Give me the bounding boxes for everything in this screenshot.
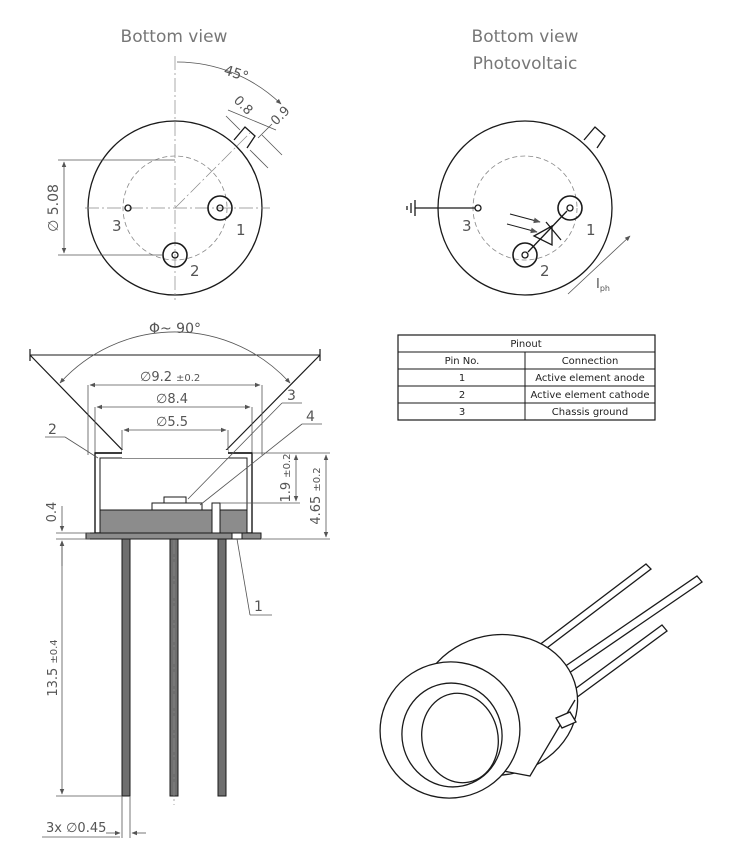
height-19-label: 1.9±0.2	[279, 454, 294, 503]
height-465-label: 4.65±0.2	[309, 467, 324, 524]
lead-diameter-label: 3x ∅0.45	[46, 821, 106, 836]
header-base	[99, 509, 248, 534]
pin3	[124, 204, 132, 212]
pinout-cell: Active element cathode	[530, 390, 649, 401]
lead	[121, 538, 131, 797]
chip	[163, 496, 187, 504]
fov-arc	[59, 331, 291, 384]
pin1	[216, 204, 224, 212]
svg-text:3: 3	[462, 217, 472, 235]
pinout-cell: 2	[459, 390, 465, 401]
pinout-cell: 3	[459, 407, 465, 418]
pcd-label: ∅ 5.08	[46, 184, 62, 232]
pinout-title: Pinout	[510, 339, 541, 350]
pinout-header-pin: Pin No.	[445, 356, 480, 367]
callout-1: 1	[254, 599, 263, 615]
bottom-view-title: Bottom view	[121, 27, 228, 47]
tab-height-label: 0.9	[268, 104, 293, 129]
pinout-table: Pinout Pin No. Connection 1 Active eleme…	[397, 334, 656, 421]
pinout-cell: Active element anode	[535, 373, 645, 384]
pv-view-title-2: Photovoltaic	[473, 54, 578, 74]
pv-view-title-1: Bottom view	[472, 27, 579, 47]
pinout-cell: Chassis ground	[552, 407, 628, 418]
die	[151, 502, 203, 511]
photodiode-symbol	[532, 224, 553, 247]
angle-45-label: 45°	[222, 63, 251, 86]
bottom-view-tab	[233, 126, 256, 149]
bottom-view: Bottom view 1 2 3 45° 0.8 0.9 ∅ 5.08	[46, 27, 293, 300]
svg-text:2: 2	[540, 262, 550, 280]
pin1-label: 1	[236, 221, 246, 239]
dia-84-label: ∅8.4	[156, 392, 188, 407]
pinout-cell: 1	[459, 373, 465, 384]
pin3-label: 3	[112, 217, 122, 235]
callout-2: 2	[48, 422, 57, 438]
photocurrent-label: Iph	[596, 277, 610, 293]
dia-92-label: ∅9.2±0.2	[140, 370, 200, 385]
lead-length-label: 13.5±0.4	[46, 639, 61, 696]
side-view: Φ~ 90° ∅9.2±0.2 ∅8.4 ∅5.5 2	[29, 321, 330, 838]
angle-arc	[176, 61, 282, 105]
tab-width-label: 0.8	[230, 93, 255, 118]
callout-3: 3	[287, 388, 296, 404]
isometric-view	[379, 563, 703, 799]
svg-text:1: 1	[586, 221, 596, 239]
pv-view: Bottom view Photovoltaic 1 2 3 Iph	[406, 27, 631, 296]
dia-55-label: ∅5.5	[156, 415, 188, 430]
pin2-label: 2	[190, 262, 200, 280]
fov-label: Φ~ 90°	[149, 321, 201, 337]
flange-thickness-label: 0.4	[45, 502, 60, 523]
callout-4: 4	[306, 409, 315, 425]
pin1-sleeve	[207, 195, 233, 221]
pin2	[171, 251, 179, 259]
lead	[217, 538, 227, 797]
pinout-header-connection: Connection	[562, 356, 619, 367]
